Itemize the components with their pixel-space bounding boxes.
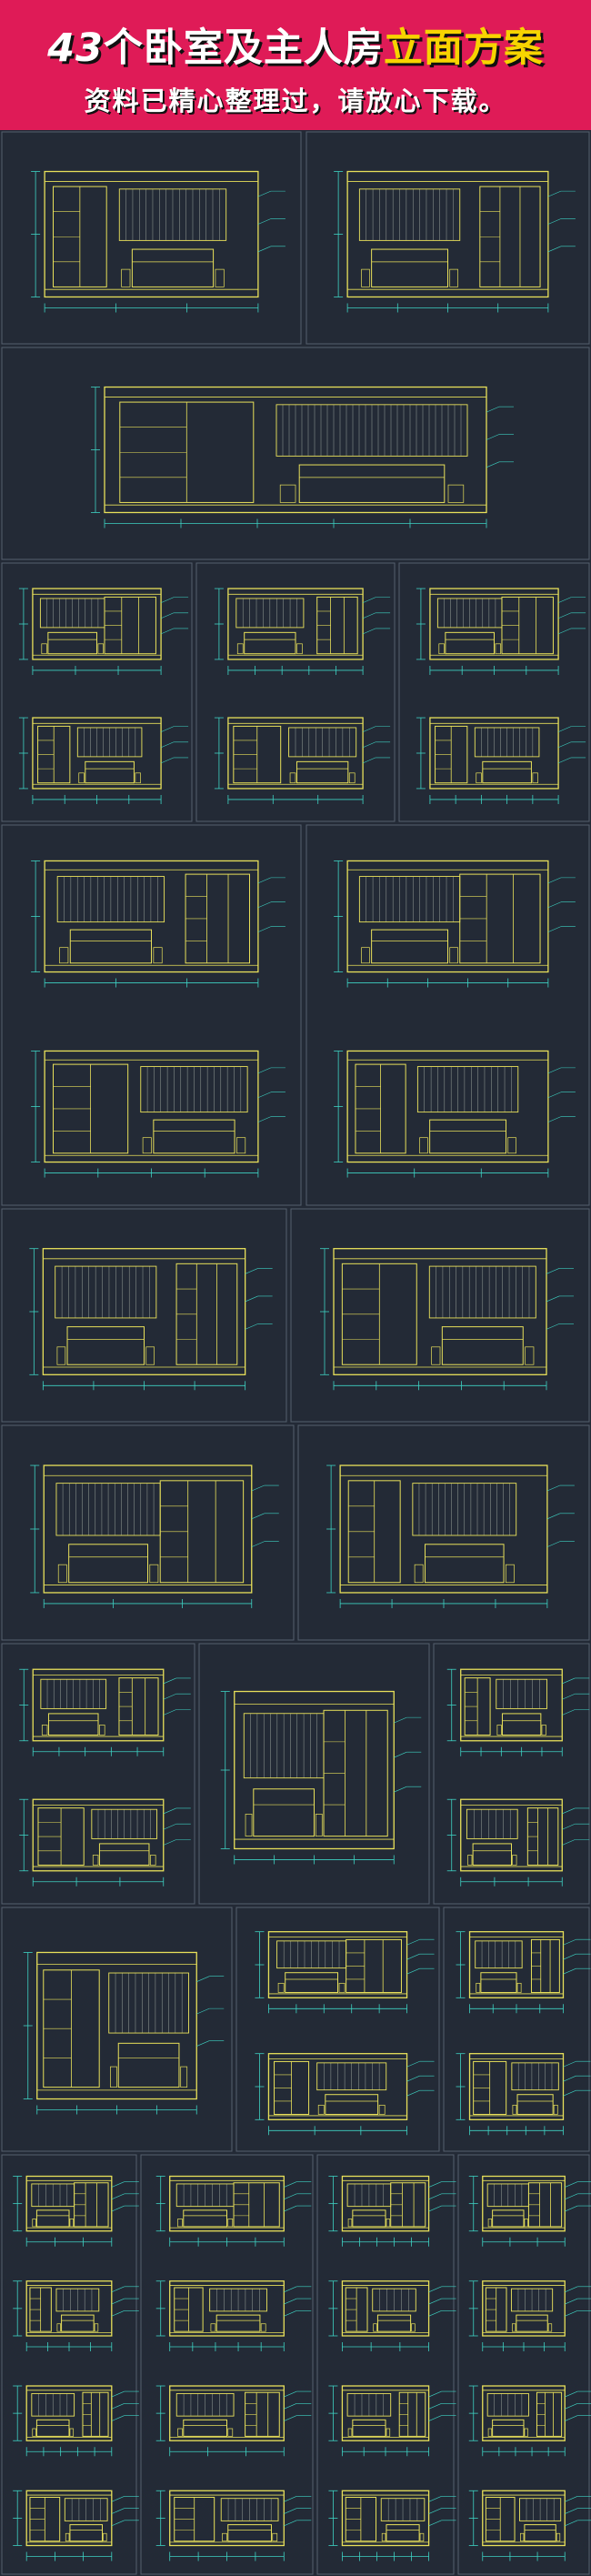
elevation-drawing bbox=[334, 170, 576, 313]
elevation-drawing bbox=[468, 2280, 591, 2351]
banner-title: 43个卧室及主人房立面方案 bbox=[0, 16, 591, 73]
elevation-drawing bbox=[13, 2175, 139, 2247]
title-text: 个卧室及主人房 bbox=[103, 25, 384, 71]
drawing-panel-frame bbox=[1, 1424, 295, 1641]
elevation-drawing bbox=[328, 2490, 456, 2561]
elevation-drawing bbox=[446, 1798, 590, 1887]
elevation-drawing bbox=[19, 1798, 191, 1887]
elevation-drawing bbox=[155, 2280, 312, 2351]
drawing-panel-frame bbox=[297, 1424, 590, 1641]
drawing-panel-frame bbox=[1, 131, 302, 345]
elevation-drawing bbox=[18, 717, 189, 804]
elevation-drawing bbox=[328, 2280, 456, 2351]
elevation-drawing bbox=[255, 2053, 435, 2136]
drawing-panel-frame bbox=[1, 824, 302, 1206]
elevation-drawing bbox=[456, 2053, 591, 2136]
drawing-panel-frame bbox=[316, 2154, 455, 2575]
elevation-drawing bbox=[214, 717, 391, 804]
elevation-drawing bbox=[468, 2175, 591, 2247]
banner-subtitle: 资料已精心整理过，请放心下载。 bbox=[84, 86, 507, 116]
drawing-panel-frame bbox=[1, 2154, 137, 2575]
drawing-panel-frame bbox=[1, 562, 193, 822]
elevation-drawing bbox=[220, 1690, 422, 1865]
elevation-drawing bbox=[91, 386, 514, 528]
drawing-panel-frame bbox=[1, 1907, 233, 2152]
elevation-drawing bbox=[328, 2385, 456, 2457]
drawing-panel-frame bbox=[433, 1643, 590, 1905]
drawing-panel-frame bbox=[235, 1907, 440, 2152]
elevation-drawing bbox=[468, 2490, 591, 2561]
elevation-drawing bbox=[255, 1931, 435, 2014]
elevation-drawing bbox=[31, 170, 285, 313]
elevation-drawing bbox=[326, 1464, 575, 1608]
elevation-drawing bbox=[155, 2175, 312, 2247]
elevation-drawing bbox=[29, 1248, 273, 1391]
elevation-drawing bbox=[23, 1951, 225, 2115]
elevation-drawing bbox=[416, 717, 586, 804]
elevation-drawing bbox=[320, 1248, 574, 1391]
elevation-drawing bbox=[13, 2385, 139, 2457]
drawing-panel-frame bbox=[140, 2154, 314, 2575]
elevation-drawing bbox=[334, 860, 576, 988]
elevation-drawing bbox=[13, 2280, 139, 2351]
elevation-drawing bbox=[446, 1668, 590, 1756]
elevation-drawing bbox=[214, 588, 391, 675]
drawing-panel-frame bbox=[1, 1643, 195, 1905]
drawing-panel-frame bbox=[1, 1208, 287, 1423]
title-banner: 43个卧室及主人房立面方案 资料已精心整理过，请放心下载。 bbox=[0, 0, 591, 130]
elevation-drawing bbox=[18, 588, 189, 675]
drawing-panel-frame bbox=[306, 824, 590, 1206]
elevation-drawing bbox=[468, 2385, 591, 2457]
drawing-panel-frame bbox=[443, 1907, 590, 2152]
drawing-panel-frame bbox=[290, 1208, 590, 1423]
drawing-panel-frame bbox=[457, 2154, 590, 2575]
elevation-drawing bbox=[456, 1931, 591, 2014]
elevation-drawing bbox=[30, 1464, 279, 1608]
drawing-panel-frame bbox=[198, 1643, 430, 1905]
drawing-panel-frame bbox=[398, 562, 590, 822]
elevation-drawing bbox=[13, 2490, 139, 2561]
drawing-panel-frame bbox=[1, 347, 590, 560]
elevation-drawing bbox=[416, 588, 586, 675]
cad-drawing-gallery bbox=[1, 131, 591, 2575]
elevation-drawing bbox=[31, 1050, 285, 1178]
drawing-panel-frame bbox=[195, 562, 396, 822]
elevation-drawing bbox=[19, 1668, 191, 1756]
elevation-drawing bbox=[31, 860, 285, 988]
elevation-drawing bbox=[155, 2490, 312, 2561]
elevation-drawing bbox=[328, 2175, 456, 2247]
elevation-drawing bbox=[155, 2385, 312, 2457]
title-count: 43 bbox=[47, 25, 104, 71]
title-highlight: 立面方案 bbox=[383, 25, 544, 71]
drawing-panel-frame bbox=[306, 131, 590, 345]
elevation-drawing bbox=[334, 1050, 576, 1178]
